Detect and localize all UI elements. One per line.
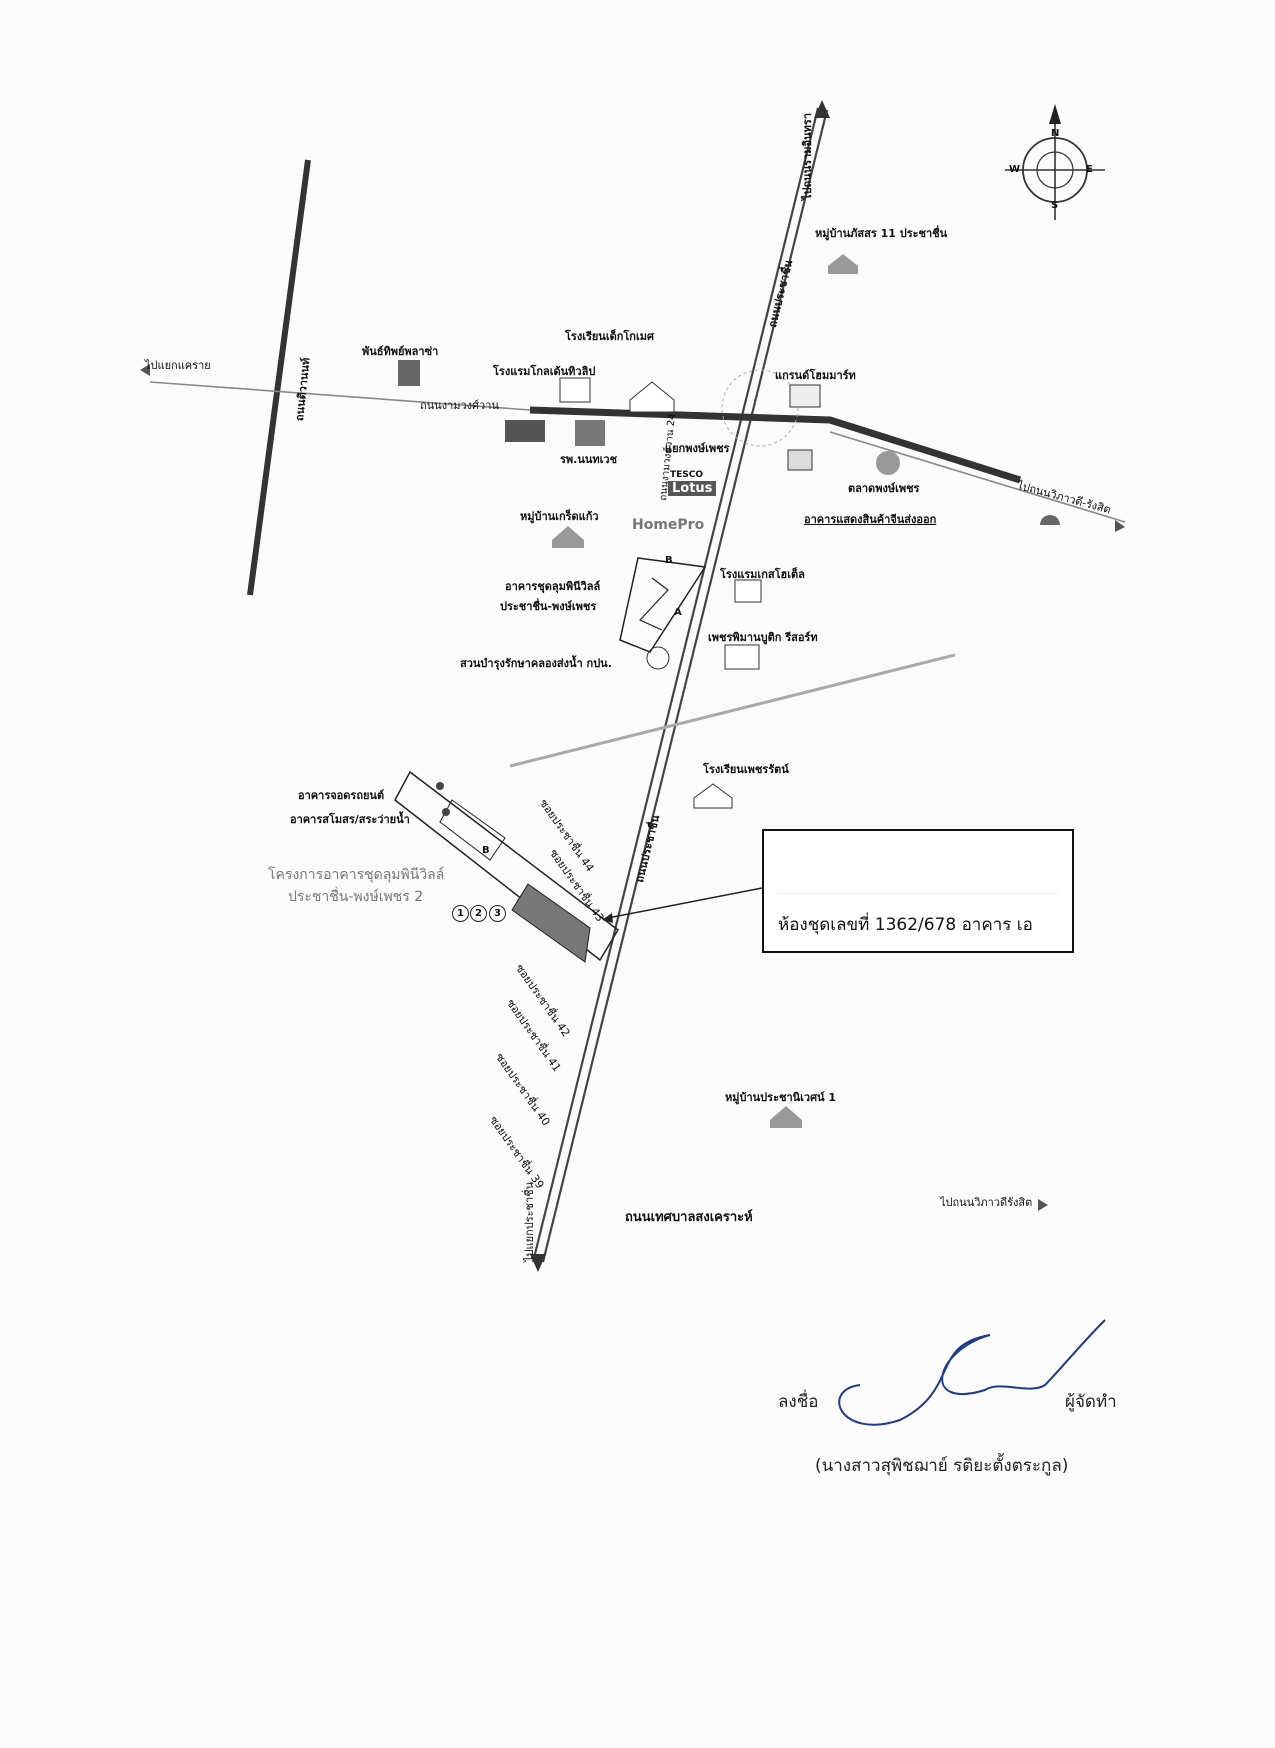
label-to-north: ไปถนนรามอินทรา [801, 112, 814, 200]
label-to-prachachuen-south: ไปแยกประชาชื่น [523, 1181, 536, 1262]
ngamwongwan-west [149, 381, 531, 411]
compass-n: N [1051, 128, 1060, 139]
canal-road [509, 653, 956, 768]
signature-name: (นางสาวสุพิชฌาย์ รติยะตั้งตระกูล) [815, 1456, 1069, 1476]
label-export-bldg: อาคารแสดงสินค้าจีนส่งออก [804, 513, 937, 526]
label-thetsaban-rd: ถนนเทศบาลสงเคราะห์ [625, 1210, 753, 1225]
label-lotus: Lotus [668, 481, 717, 496]
badge-3: 3 [489, 905, 506, 922]
icon-park [646, 646, 670, 670]
icon-export-bldg [787, 449, 813, 471]
label-grand-home: แกรนด์โฮมมาร์ท [775, 369, 856, 382]
label-pongphet-market: ตลาดพงษ์เพชร [848, 482, 920, 495]
label-school-phetcharat: โรงเรียนเพชรรัตน์ [703, 763, 789, 776]
icon-hotel-castle [734, 579, 762, 603]
lumpini-2-site [394, 770, 619, 963]
icon-village-prachaniwet [770, 1106, 802, 1128]
icon-phanthip [398, 360, 420, 386]
ngamwongwan-road [529, 406, 1022, 484]
label-nonthavej: รพ.นนทเวช [560, 453, 618, 466]
label-park: สวนบำรุงรักษาคลองส่งน้ำ กปน. [460, 657, 612, 670]
icon-village-kredkaew [552, 526, 584, 548]
label-village-passorn: หมู่บ้านภัสสร 11 ประชาชื่น [815, 227, 948, 240]
label-project-b: ประชาชื่น-พงษ์เพชร 2 [288, 889, 424, 905]
arrow-west [140, 364, 150, 376]
label-project-a: โครงการอาคารชุดลุมพินีวิลล์ [268, 867, 445, 883]
label-kindergarten: โรงเรียนเด็กโกเมศ [565, 330, 654, 343]
arrow-east-top [1115, 520, 1125, 532]
prachachuen-road [531, 107, 829, 1263]
arrow-east-bottom [1038, 1199, 1048, 1211]
label-phetphiman: เพชรพิมานบูติก รีสอร์ท [708, 631, 818, 644]
icon-school-kindergarten [629, 381, 675, 413]
arrow-north [814, 100, 830, 118]
label-ngamwongwan-rd: ถนนงามวงศ์วาน [420, 399, 499, 412]
junction-circle [721, 369, 799, 447]
icon-village-passorn [828, 254, 858, 274]
label-hotel-castle: โรงแรมเกสโฮเต็ล [720, 568, 805, 581]
icon-hotel-golden [559, 377, 591, 403]
unit-callout: ห้องชุดเลขที่ 1362/678 อาคาร เอ [762, 829, 1074, 953]
label-phanthip: พันธ์ทิพย์พลาซ่า [362, 345, 439, 358]
label-building-a-top: A [674, 607, 682, 618]
label-building-b-top: B [665, 555, 673, 566]
icon-school-phetcharat [693, 783, 733, 809]
callout-pointer [607, 887, 763, 919]
label-village-prachaniwet: หมู่บ้านประชานิเวศน์ 1 [725, 1091, 837, 1104]
badge-1: 1 [452, 905, 469, 922]
icon-phetphiman [724, 644, 760, 670]
compass-rose [1005, 104, 1105, 220]
label-building-b: B [482, 845, 490, 856]
icon-building-dark [505, 420, 545, 442]
label-lumpini-1-b: ประชาชื่น-พงษ์เพชร [500, 600, 597, 613]
unit-callout-text: ห้องชุดเลขที่ 1362/678 อาคาร เอ [778, 915, 1033, 935]
signature-prefix: ลงชื่อ [778, 1392, 819, 1412]
arrow-south [530, 1254, 546, 1272]
lumpini-1-site [619, 557, 707, 653]
label-hotel-golden: โรงแรมโกลเด้นทิวลิป [493, 365, 596, 378]
building-a-block [511, 883, 591, 963]
compass-w: W [1009, 164, 1021, 175]
label-village-kredkaew: หมู่บ้านเกร็ดแก้ว [520, 510, 599, 523]
label-pongphet-junction: แยกพงษ์เพชร [665, 442, 730, 455]
icon-market [876, 451, 900, 475]
label-to-vibhavadi-bottom: ไปถนนวิภาวดีรังสิต [940, 1196, 1033, 1209]
badge-2: 2 [470, 905, 487, 922]
label-to-khae-rai: ไปแยกแคราย [145, 359, 211, 372]
east-road [829, 431, 1126, 523]
compass-e: E [1086, 164, 1093, 175]
compass-s: S [1051, 200, 1059, 211]
label-club-pool: อาคารสโมสร/สระว่ายน้ำ [290, 813, 410, 826]
icon-grand-home [789, 384, 821, 408]
signature-suffix: ผู้จัดทำ [1065, 1392, 1117, 1412]
label-lumpini-1-a: อาคารชุดลุมพินีวิลล์ [505, 580, 601, 593]
tiwanon-road [247, 159, 311, 596]
icon-shell [1040, 515, 1060, 525]
signature-scribble [838, 1319, 1106, 1426]
label-tesco: TESCO [670, 470, 704, 480]
label-parking: อาคารจอดรถยนต์ [298, 789, 385, 802]
icon-nonthavej [575, 420, 605, 446]
label-homepro: HomePro [632, 517, 705, 533]
